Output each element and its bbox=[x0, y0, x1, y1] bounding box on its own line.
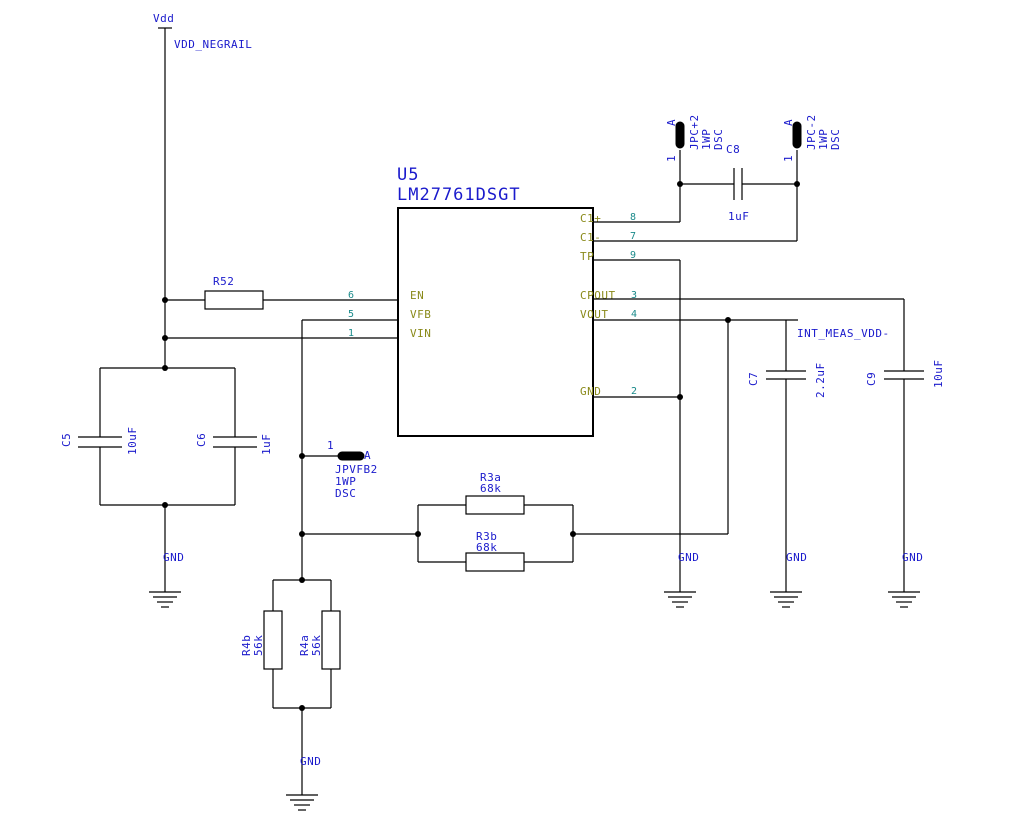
jpc-minus-jumper bbox=[792, 121, 802, 149]
jpvfb2-pin-1: 1 bbox=[327, 439, 334, 452]
int-meas-label: INT_MEAS_VDD- bbox=[797, 327, 890, 340]
r52-ref: R52 bbox=[213, 275, 234, 288]
r3b-ref: R3b bbox=[476, 530, 497, 543]
tp-ground-wiring bbox=[593, 259, 683, 592]
vdd-negrail-label: VDD_NEGRAIL bbox=[174, 38, 252, 51]
c7-ref: C7 bbox=[747, 372, 760, 386]
pin-num-c1m: 7 bbox=[630, 231, 636, 242]
c6-value: 1uF bbox=[260, 434, 273, 455]
jpc-plus-pin-1: 1 bbox=[665, 155, 678, 162]
r3-parallel-network bbox=[417, 495, 574, 572]
c5-ref: C5 bbox=[60, 433, 73, 447]
jpc-minus-pin-1: 1 bbox=[782, 155, 795, 162]
jpc-plus-pin-a: A bbox=[665, 119, 678, 126]
jpc-minus-line-1: JPC-2 bbox=[805, 114, 818, 150]
ground-symbol-3 bbox=[888, 591, 920, 608]
chip-part: LM27761DSGT bbox=[397, 185, 521, 205]
gnd-label-2: GND bbox=[678, 551, 699, 564]
pin-num-c1p: 8 bbox=[630, 212, 636, 223]
pin-name-gnd: GND bbox=[580, 385, 601, 398]
r3a-ref: R3a bbox=[480, 471, 501, 484]
jpvfb2-line-2: 1WP bbox=[335, 475, 356, 488]
r3a-value: 68k bbox=[480, 482, 501, 495]
gnd-label-1: GND bbox=[163, 551, 184, 564]
gnd-label-4: GND bbox=[786, 551, 807, 564]
vin-junction bbox=[162, 335, 168, 341]
ground-symbol-2 bbox=[664, 591, 696, 608]
jpc-plus-line-3: DSC bbox=[712, 129, 725, 150]
vdd-label: Vdd bbox=[153, 12, 174, 25]
pin-num-cpout: 3 bbox=[631, 290, 637, 301]
r4b-ref: R4b bbox=[240, 635, 253, 656]
c9-value: 10uF bbox=[932, 360, 945, 389]
vfb-wiring bbox=[299, 319, 728, 580]
r4a-value: 56k bbox=[310, 635, 323, 656]
pin-num-vout: 4 bbox=[631, 309, 637, 320]
gnd-label-5: GND bbox=[300, 755, 321, 768]
jpc-plus-line-1: JPC+2 bbox=[688, 114, 701, 150]
jpc-minus-pin-a: A bbox=[782, 119, 795, 126]
c9-ref: C9 bbox=[865, 372, 878, 386]
pin-name-vfb: VFB bbox=[410, 308, 431, 321]
vout-wiring bbox=[593, 317, 806, 592]
vdd-rail bbox=[158, 27, 172, 368]
c8-ref: C8 bbox=[726, 143, 740, 156]
jpc-plus-line-2: 1WP bbox=[700, 129, 713, 150]
ground-symbol-5 bbox=[286, 794, 318, 811]
c5-value: 10uF bbox=[126, 427, 139, 456]
jpvfb2-jumper bbox=[337, 451, 365, 461]
c7-value: 2.2uF bbox=[814, 362, 827, 398]
ground-symbol-4 bbox=[770, 591, 802, 608]
chip-ref: U5 bbox=[397, 165, 419, 185]
pin-num-vin: 1 bbox=[348, 328, 354, 339]
ground-symbol-1 bbox=[149, 591, 181, 608]
r4-parallel-network bbox=[263, 577, 341, 795]
pin-name-vout: VOUT bbox=[580, 308, 609, 321]
jpc-plus-jumper bbox=[675, 121, 685, 149]
pin-num-vfb: 5 bbox=[348, 309, 354, 320]
jpvfb2-line-3: DSC bbox=[335, 487, 356, 500]
cpout-c9-wiring bbox=[593, 298, 924, 592]
pin-num-gnd: 2 bbox=[631, 386, 637, 397]
jpvfb2-pin-a: A bbox=[364, 449, 371, 462]
c8-value: 1uF bbox=[728, 210, 749, 223]
gnd-label-3: GND bbox=[902, 551, 923, 564]
jpc-minus-line-2: 1WP bbox=[817, 129, 830, 150]
input-cap-network bbox=[78, 365, 257, 592]
c6-ref: C6 bbox=[195, 433, 208, 447]
pin-num-en: 6 bbox=[348, 290, 354, 301]
r4a-ref: R4a bbox=[298, 635, 311, 656]
jpvfb2-line-1: JPVFB2 bbox=[335, 463, 378, 476]
pin-name-vin: VIN bbox=[410, 327, 431, 340]
chip-body bbox=[397, 207, 594, 437]
r4b-value: 56k bbox=[252, 635, 265, 656]
c1-flying-cap-network bbox=[593, 150, 800, 242]
r52-resistor bbox=[162, 290, 398, 310]
pin-num-tp: 9 bbox=[630, 250, 636, 261]
pin-name-cpout: CPOUT bbox=[580, 289, 616, 302]
pin-name-c1m: C1- bbox=[580, 231, 601, 244]
pin-name-en: EN bbox=[410, 289, 424, 302]
jpc-minus-line-3: DSC bbox=[829, 129, 842, 150]
r3b-value: 68k bbox=[476, 541, 497, 554]
pin-name-c1p: C1+ bbox=[580, 212, 601, 225]
pin-name-tp: TP bbox=[580, 250, 594, 263]
